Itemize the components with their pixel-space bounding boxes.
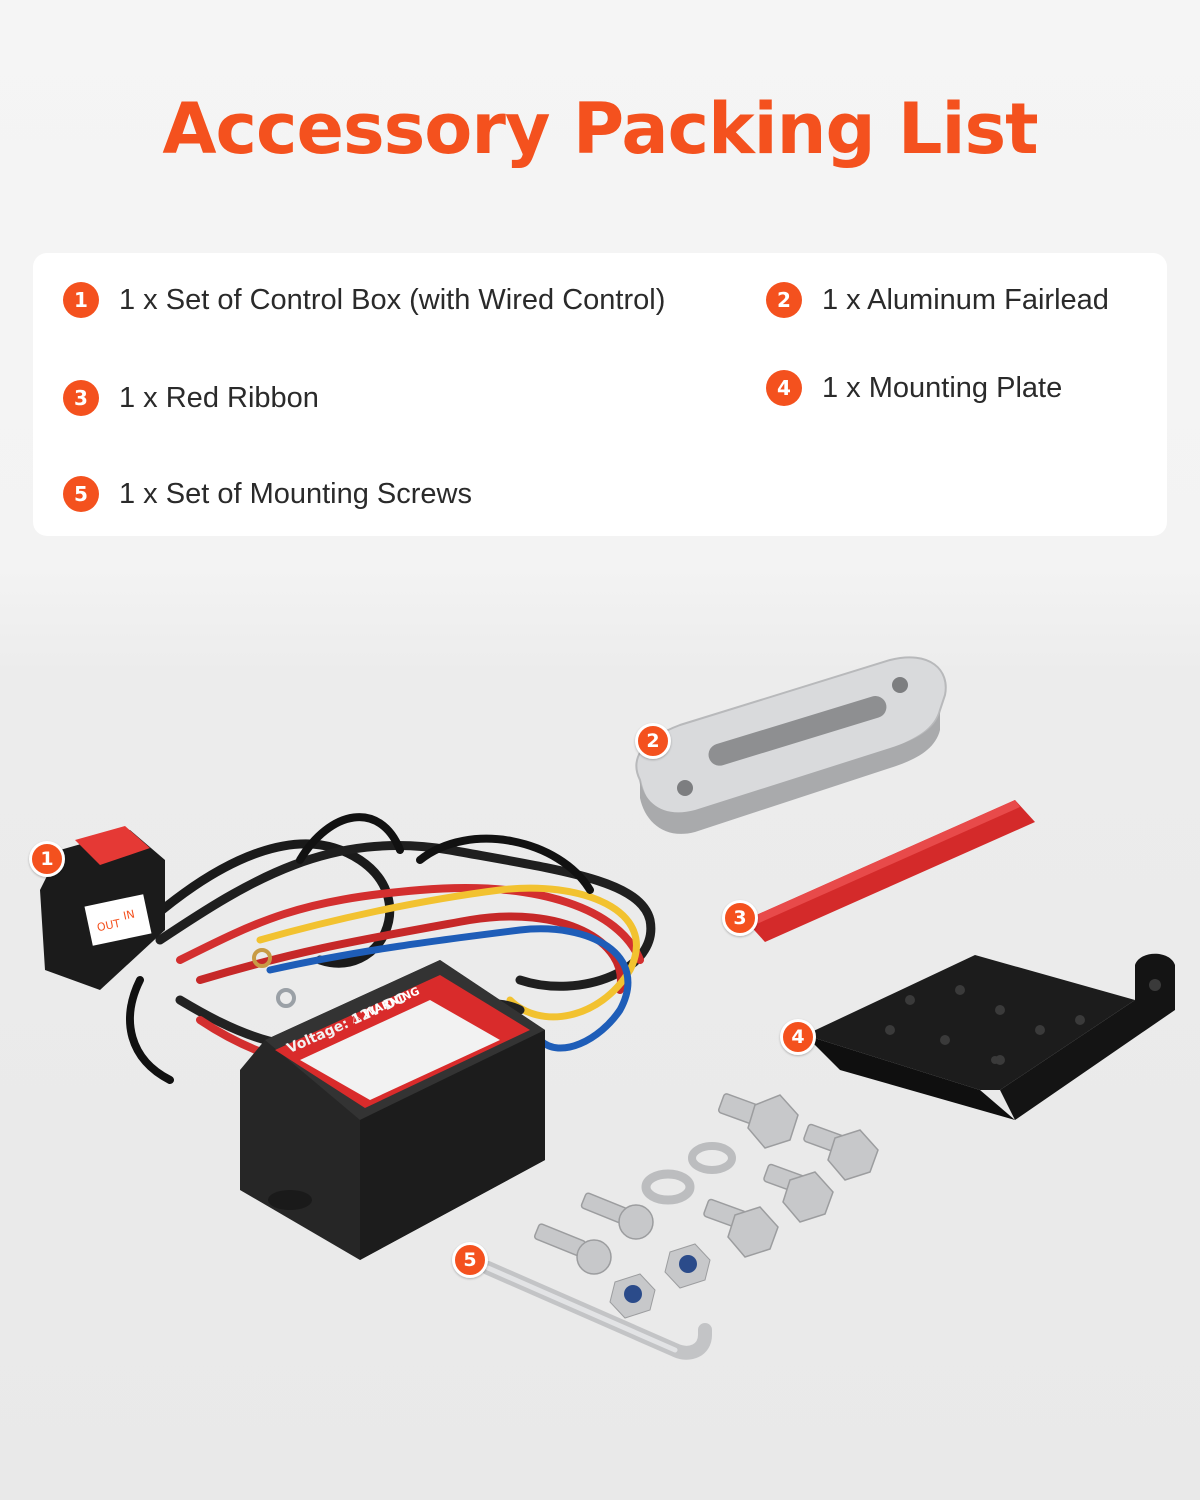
item-label: 1 x Set of Control Box (with Wired Contr… — [119, 283, 666, 316]
red-ribbon — [745, 800, 1035, 942]
mounting-screws — [481, 1093, 879, 1360]
number-badge: 3 — [63, 380, 99, 416]
item-label: 1 x Red Ribbon — [119, 381, 319, 414]
callout-5: 5 — [452, 1242, 488, 1278]
callout-4: 4 — [780, 1019, 816, 1055]
item-label: 1 x Mounting Plate — [822, 371, 1063, 404]
product-photo: OUT IN Voltage: 12V DC ⚠ WARNING — [40, 656, 1175, 1360]
list-item-2: 2 1 x Aluminum Fairlead — [766, 282, 1109, 318]
number-badge: 2 — [766, 282, 802, 318]
callout-2: 2 — [635, 723, 671, 759]
switch-in-label: IN — [122, 908, 136, 923]
packing-list-card: 1 1 x Set of Control Box (with Wired Con… — [33, 253, 1167, 536]
number-badge: 5 — [63, 476, 99, 512]
number-badge: 1 — [63, 282, 99, 318]
number-badge: 4 — [766, 370, 802, 406]
control-box: Voltage: 12V DC ⚠ WARNING — [240, 960, 545, 1260]
list-item-5: 5 1 x Set of Mounting Screws — [63, 476, 472, 512]
callout-1: 1 — [29, 841, 65, 877]
wiring-harness — [126, 813, 656, 1084]
item-label: 1 x Set of Mounting Screws — [119, 477, 472, 510]
list-item-3: 3 1 x Red Ribbon — [63, 380, 319, 416]
page-title: Accessory Packing List — [162, 88, 1038, 170]
list-item-1: 1 1 x Set of Control Box (with Wired Con… — [63, 282, 665, 318]
list-item-4: 4 1 x Mounting Plate — [766, 370, 1062, 406]
aluminum-fairlead — [635, 656, 947, 834]
mounting-plate — [805, 953, 1175, 1120]
item-label: 1 x Aluminum Fairlead — [822, 283, 1109, 316]
callout-3: 3 — [722, 900, 758, 936]
switch-out-label: OUT — [96, 917, 122, 935]
wired-switch: OUT IN — [40, 826, 165, 990]
